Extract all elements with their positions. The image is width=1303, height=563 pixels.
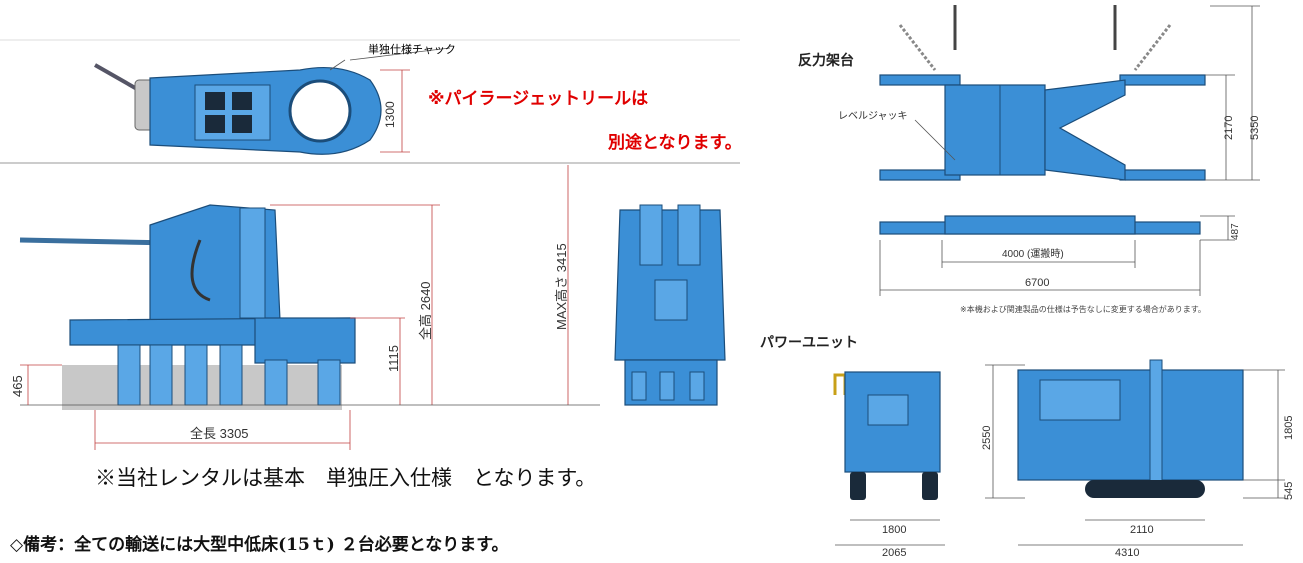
chuck-label: 単独仕様チャック [368, 42, 456, 56]
press-in-machine-side-view [19, 165, 600, 450]
spec-note: ※本機および関連製品の仕様は予告なしに変更する場合があります。 [960, 304, 1206, 314]
dim-465: 465 [10, 375, 25, 397]
dim-2170: 2170 [1223, 116, 1235, 140]
dim-5350: 5350 [1249, 116, 1261, 140]
dim-1115: 1115 [386, 345, 401, 372]
dim-2550: 2550 [981, 426, 993, 450]
press-in-machine-front-view [614, 204, 726, 406]
level-jack-label: レベルジャッキ [838, 110, 908, 122]
reaction-title: 反力架台 [798, 52, 854, 69]
rental-note: ※当社レンタルは基本 単独圧入仕様 となります。 [95, 466, 596, 490]
dim-545: 545 [1283, 482, 1295, 500]
transport-note: ◇備考：全ての輸送には大型中低床(15ｔ) ２台必要となります。 [10, 534, 509, 555]
press-in-machine-top-view [0, 39, 740, 164]
dim-total-length: 全長 3305 [190, 426, 249, 441]
power-unit-front-view [833, 371, 945, 546]
dim-6700: 6700 [1025, 277, 1049, 289]
power-title: パワーユニット [760, 335, 858, 351]
dim-4310: 4310 [1115, 547, 1139, 559]
dim-487: 487 [1230, 223, 1241, 240]
dim-2065: 2065 [882, 547, 906, 559]
dim-1800: 1800 [882, 524, 906, 536]
dim-total-height: 全高 2640 [418, 281, 433, 340]
dim-4000: 4000 (運搬時) [1002, 247, 1064, 260]
dim-1805: 1805 [1283, 416, 1295, 440]
dim-max-height: MAX高さ 3415 [554, 243, 569, 330]
reaction-stand-side-view [879, 215, 1235, 296]
red-note-line2: 別途となります。 [607, 132, 742, 153]
red-note-line1: ※パイラージェットリールは [428, 89, 648, 109]
dim-1300: 1300 [383, 101, 397, 128]
power-unit-side-view [985, 359, 1285, 546]
reaction-stand-top-view [879, 5, 1260, 181]
dim-2110: 2110 [1130, 524, 1154, 536]
